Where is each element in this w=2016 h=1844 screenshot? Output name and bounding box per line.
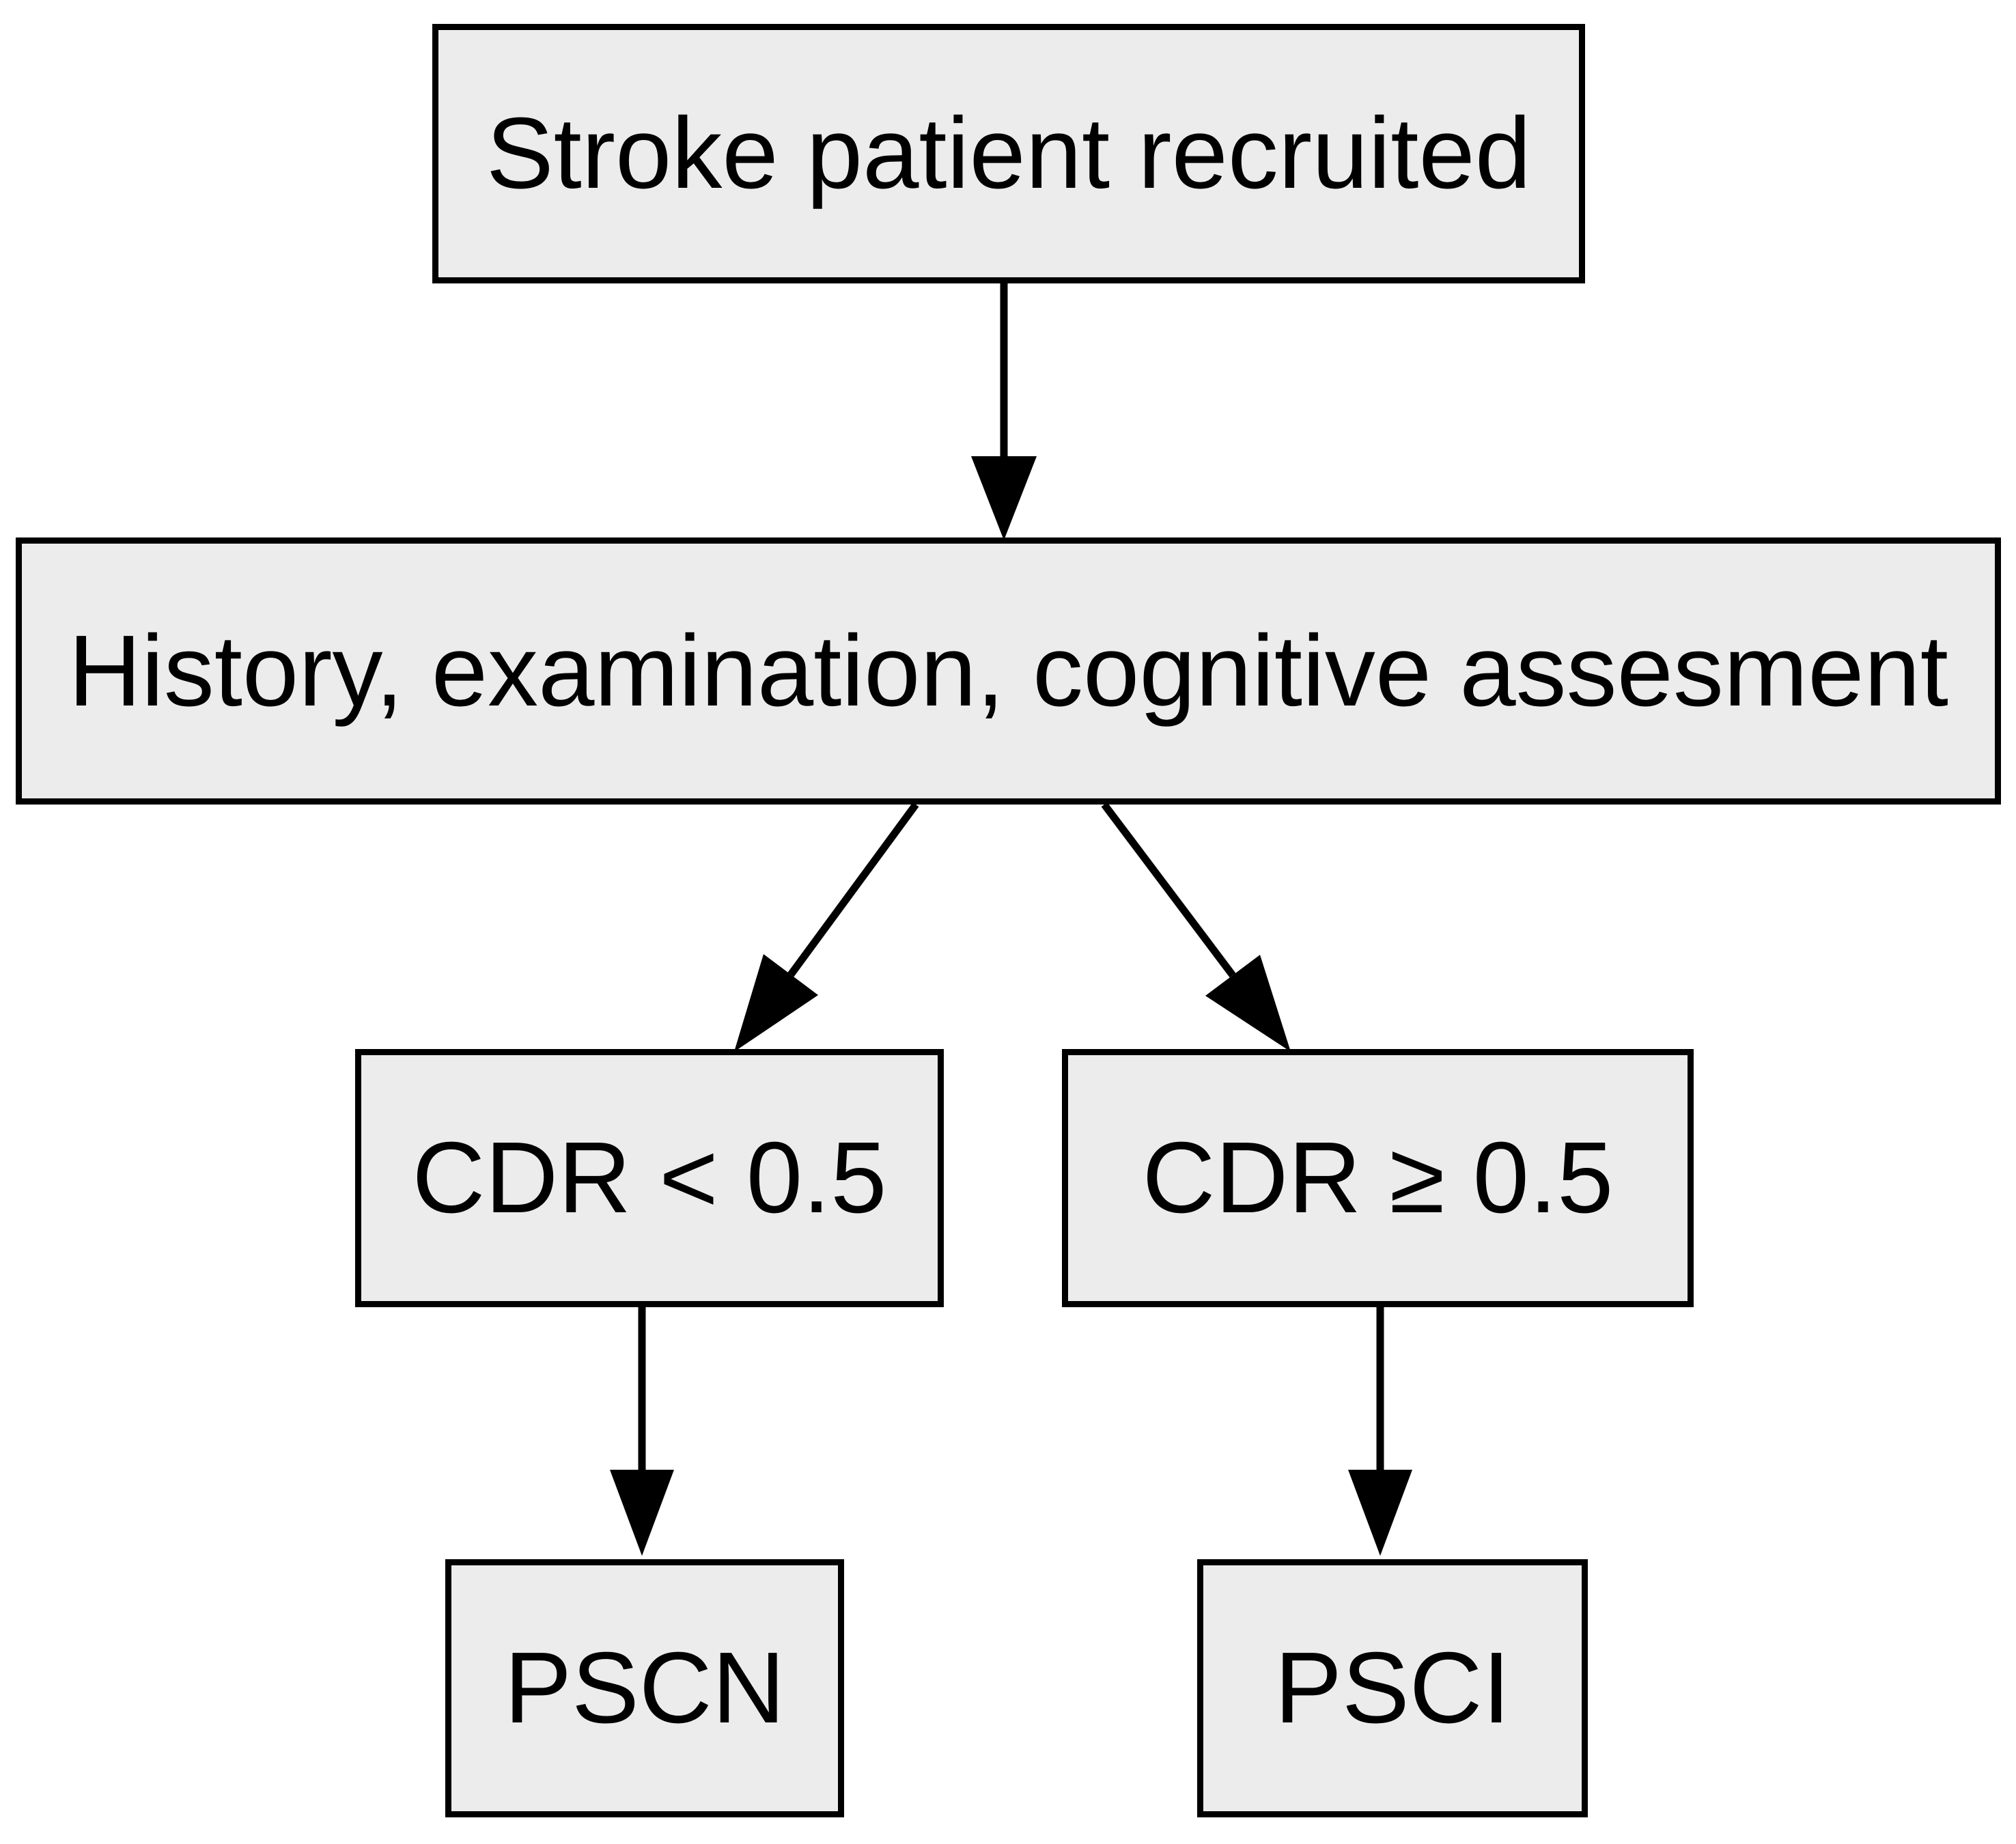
arrow-assessment-to-cdr-low [734, 802, 919, 1052]
node-pscn: PSCN [445, 1559, 844, 1817]
arrow-recruited-to-assessment [971, 283, 1037, 540]
node-cdr-less-than-0-5: CDR < 0.5 [355, 1049, 944, 1307]
arrow-assessment-to-cdr-high [1101, 802, 1291, 1052]
node-history-examination-cognitive-assessment: History, examination, cognitive assesmen… [16, 537, 2001, 805]
arrow-cdr-low-to-pscn [610, 1307, 674, 1556]
node-cdr-greater-equal-0-5: CDR ≥ 0.5 [1062, 1049, 1694, 1307]
arrow-cdr-high-to-psci [1348, 1307, 1412, 1556]
node-psci: PSCI [1197, 1559, 1588, 1817]
node-stroke-patient-recruited: Stroke patient recruited [432, 24, 1585, 283]
